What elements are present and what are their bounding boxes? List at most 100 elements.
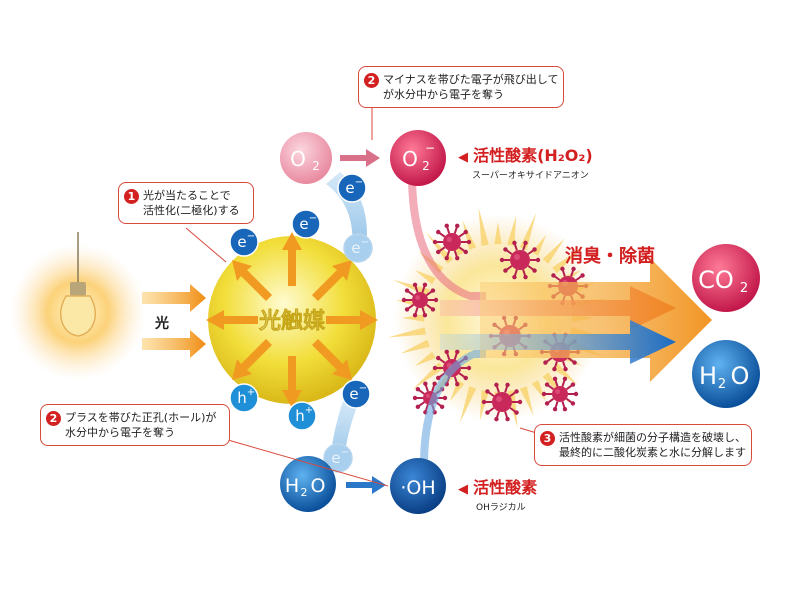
electron-icon: e− [341,379,371,409]
burst-spike [519,386,534,416]
burst-spike [531,380,546,402]
callout-text: 活性酸素が細菌の分子構造を破壊し、 [559,431,746,444]
bacteria-icon [541,376,579,412]
svg-text:−: − [247,231,255,242]
callout-number: 3 [540,431,555,446]
svg-text:e: e [299,215,308,233]
callout-number: 2 [46,411,61,426]
callout-text: 水分中から電子を奪う [65,426,175,439]
svg-text:−: − [359,383,367,394]
callout-2-electron: 2 マイナスを帯びた電子が飛び出して が水分中から電子を奪う [358,66,564,108]
callout-2-hole: 2 プラスを帯びた正孔(ホール)が 水分中から電子を奪う [40,404,230,446]
h2o-right-sub: 2 [718,377,726,392]
svg-text:e: e [349,385,358,403]
svg-text:+: + [305,405,313,416]
burst-spike [542,238,565,264]
oh-molecule [390,458,446,514]
svg-text:h: h [295,407,305,425]
superoxide-title: 活性酸素(H₂O₂) [473,146,593,165]
svg-text:e: e [351,239,360,257]
callout-number: 1 [124,189,139,204]
h2o-molecule-right [692,340,760,408]
callout-text: 光が当たることで [143,189,231,202]
h2o-right-h: H [699,362,717,390]
hole-icon: h+ [287,401,317,431]
light-arrows [142,284,206,358]
callout-text: 活性化(二極化)する [143,204,240,217]
catalyst-label: 光触媒 [258,308,326,334]
o2-molecule [280,132,332,184]
burst-spike [387,327,426,338]
o2-sub: 2 [312,159,320,173]
burst-spike [478,207,489,246]
svg-text:−: − [341,447,349,458]
svg-text:+: + [247,387,255,398]
hydroxyl-label: ◀ 活性酸素 [458,478,538,497]
burst-spike [462,220,477,250]
o2-to-superoxide-arrow [340,149,380,167]
h2o-left-o: O [311,475,326,497]
callout-text: が水分中から電子を奪う [383,88,504,101]
burst-spike [552,362,578,385]
electron-icon: e− [343,233,373,263]
burst-spike [507,215,517,246]
callout-text: マイナスを帯びた電子が飛び出して [383,73,559,86]
light-bulb-icon [59,232,97,337]
h2o-left-h: H [285,475,299,497]
burst-spike [400,339,430,354]
svg-text:−: − [355,177,363,188]
superoxide-main: O [402,147,418,171]
burst-spike [414,270,436,285]
svg-text:e: e [237,233,246,251]
burst-spike [414,351,436,366]
co2-sub: 2 [740,281,748,296]
svg-text:e: e [345,179,354,197]
h2o-left-sub: 2 [301,486,308,499]
superoxide-sub: 2 [422,159,430,173]
electron-flow-band [326,172,367,250]
superoxide-molecule [390,130,446,186]
superoxide-subtitle: スーパーオキサイドアニオン [472,171,589,181]
superoxide-sup: − [425,141,435,155]
callout-1: 1 光が当たることで 活性化(二極化)する [118,182,254,224]
bacteria-icon [432,223,472,261]
pointer-triangle-icon: ◀ [458,482,468,497]
svg-text:−: − [309,213,317,224]
electron-icon: e− [229,227,259,257]
co2-main: CO [698,266,734,294]
burst-spike [494,222,502,245]
hydroxyl-subtitle: OHラジカル [476,503,526,513]
callout-3: 3 活性酸素が細菌の分子構造を破壊し、 最終的に二酸化炭素と水に分解します [534,424,752,466]
o2-main: O [290,147,306,171]
burst-spike [479,390,489,421]
bacteria-icon [499,240,541,280]
burst-spike [552,246,584,274]
light-label-box [146,311,178,333]
h2o-to-oh-arrow [346,476,386,494]
callout-text: 最終的に二酸化炭素と水に分解します [559,446,746,459]
hole-icon: h+ [229,383,259,413]
burst-spike [450,380,465,402]
pointer-triangle-icon: ◀ [458,150,468,165]
superoxide-flow [408,180,486,300]
h2o-molecule-left [280,456,336,512]
superoxide-label: ◀ 活性酸素(H₂O₂) [458,146,593,165]
burst-spike [402,314,425,322]
hydroxyl-flow [420,350,486,460]
burst-spike [459,386,477,424]
svg-text:−: − [361,237,369,248]
co2-molecule [692,244,760,312]
electrons-group: e−e−e−e−e−e− [229,173,373,473]
bacteria-icon [481,382,523,422]
blue-arrow [440,320,676,364]
electron-icon: e− [337,173,367,203]
catalyst-arrows [206,232,378,408]
bacteria-icon [401,282,439,318]
result-label: 消臭・除菌 [565,245,655,267]
electron-icon: e− [291,209,321,239]
oh-label: ·OH [400,477,435,499]
burst-spike [519,212,537,250]
h2o-right-o: O [731,362,750,390]
hydroxyl-title: 活性酸素 [473,478,538,497]
svg-text:e: e [331,449,340,467]
